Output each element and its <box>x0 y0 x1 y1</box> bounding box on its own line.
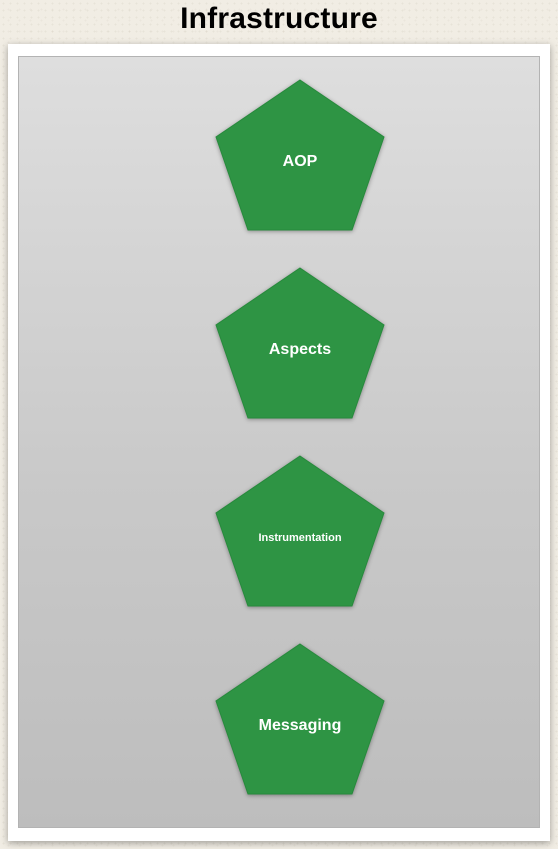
node-messaging: Messaging <box>215 643 385 795</box>
node-instrumentation: Instrumentation <box>215 455 385 607</box>
diagram-frame: AOP Aspects Instrumentation Messaging <box>8 44 550 841</box>
pentagon-shape <box>215 455 385 607</box>
node-label: Instrumentation <box>258 532 342 544</box>
pentagon-shape <box>215 79 385 231</box>
page-title: Infrastructure <box>180 2 378 35</box>
node-label: Messaging <box>258 717 342 734</box>
pentagon-shape <box>215 643 385 795</box>
node-aspects: Aspects <box>215 267 385 419</box>
node-label: Aspects <box>268 341 332 358</box>
node-aop: AOP <box>215 79 385 231</box>
node-label: AOP <box>282 153 318 170</box>
pentagon-shape <box>215 267 385 419</box>
diagram-panel: AOP Aspects Instrumentation Messaging <box>18 56 540 828</box>
